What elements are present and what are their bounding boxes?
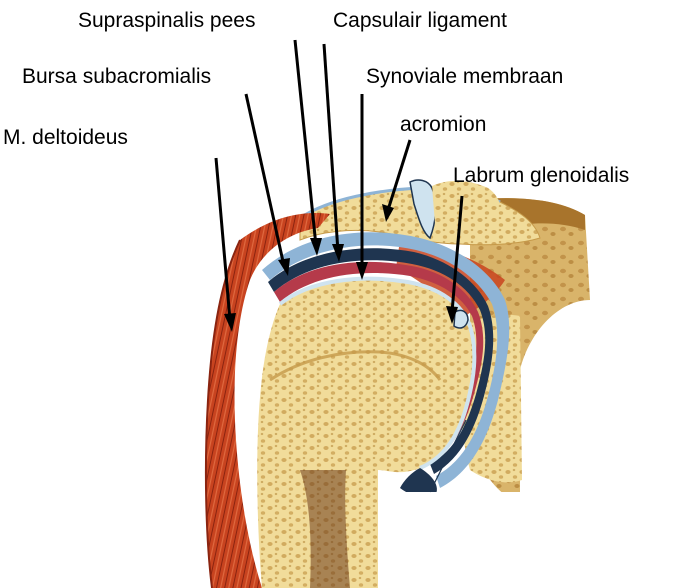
label-acromion: acromion	[400, 114, 486, 135]
label-synoviale-membraan: Synoviale membraan	[366, 66, 563, 87]
bottom-right-blank	[400, 492, 520, 588]
label-labrum-glenoidalis: Labrum glenoidalis	[453, 165, 629, 186]
label-m-deltoideus: M. deltoideus	[3, 127, 128, 148]
label-supraspinalis-pees: Supraspinalis pees	[78, 10, 255, 31]
label-capsulair-ligament: Capsulair ligament	[333, 10, 507, 31]
label-bursa-subacromialis: Bursa subacromialis	[22, 66, 211, 87]
labrum-glenoidalis	[454, 310, 468, 328]
ac-joint-bone	[432, 181, 502, 237]
